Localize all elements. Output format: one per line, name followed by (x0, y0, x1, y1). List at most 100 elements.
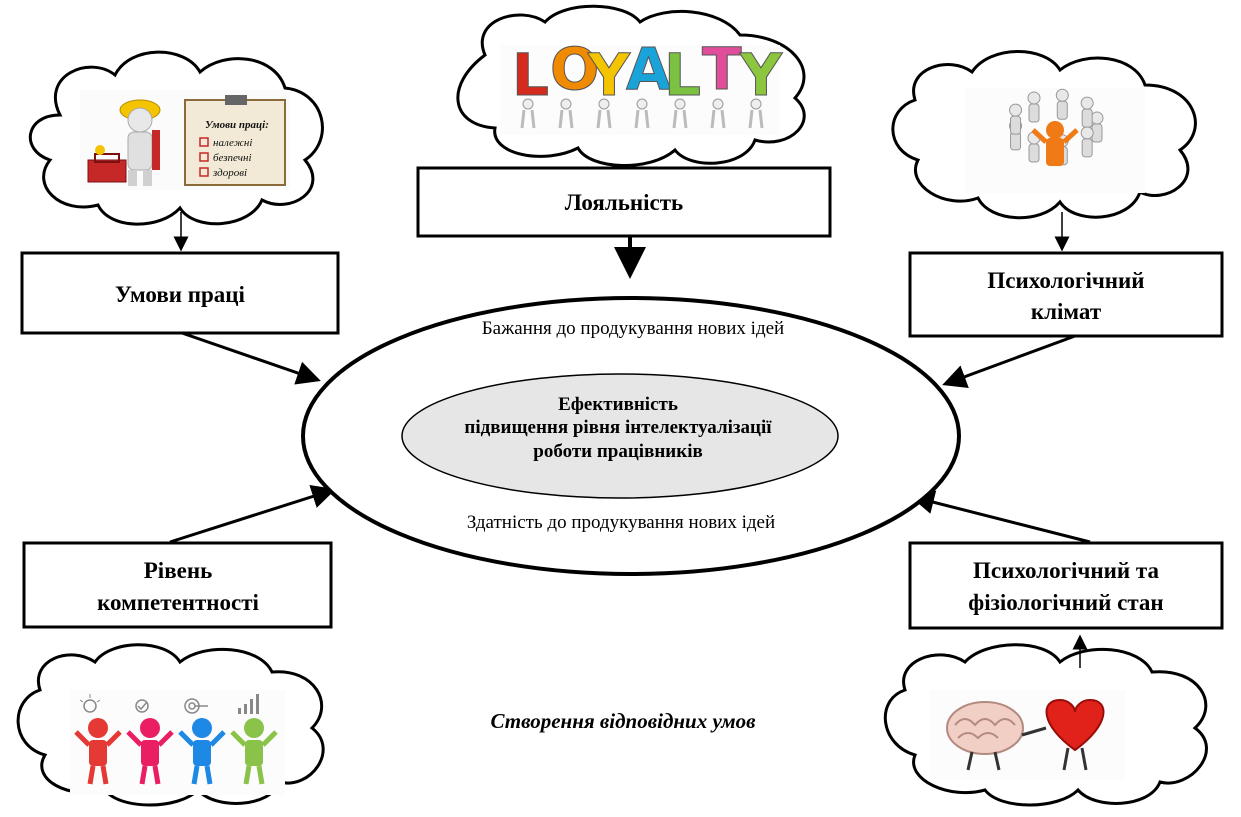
center-inner-line-1: Ефективність (558, 394, 678, 415)
competence-person-leg (204, 765, 213, 785)
arrow-psych-phys-to-center (910, 490, 1091, 544)
person-body (1010, 115, 1022, 135)
box-competence: Рівень компетентності (22, 541, 333, 629)
arrow-psych-climate-to-center (942, 334, 1076, 388)
leader-body (1046, 138, 1064, 166)
target-icon (184, 698, 208, 714)
loyalty-letter: A (626, 35, 671, 103)
figure-head (750, 98, 762, 110)
competence-illustration (70, 690, 285, 795)
box-psych-phys: Психологічний та фізіологічний стан (908, 541, 1224, 630)
competence-person-body (245, 740, 263, 766)
figure-leg (644, 109, 650, 129)
competence-person-arm (209, 730, 226, 747)
figure-leg (758, 109, 764, 129)
toolbox-icon (87, 145, 127, 183)
person-body (1081, 108, 1093, 128)
competence-person-arm (157, 730, 174, 747)
figure-leg (634, 109, 640, 129)
figure-leg (720, 109, 726, 129)
person-head (1027, 91, 1041, 105)
arrow-work-conditions-to-center (181, 331, 321, 385)
competence-person-leg (256, 765, 265, 785)
figure-leg (520, 109, 526, 129)
center-inner-ellipse: Ефективність підвищення рівня інтелектуа… (401, 373, 839, 499)
box-loyalty: Лояльність (416, 166, 832, 238)
competence-person-arm (178, 730, 195, 747)
person-head (1055, 88, 1069, 102)
competence-person-leg (139, 765, 148, 785)
figure-head (598, 98, 610, 110)
competence-person-arm (74, 730, 91, 747)
worker-figure-icon (119, 99, 161, 186)
person-head (1090, 111, 1104, 125)
competence-person-leg (243, 765, 252, 785)
figure-leg (530, 109, 536, 129)
competence-person-arm (230, 730, 247, 747)
box-work-conditions-label: Умови праці (115, 282, 246, 307)
box-competence-line-2: компетентності (97, 590, 259, 615)
person-head (1080, 126, 1094, 140)
competence-person-arm (105, 730, 122, 747)
conditions-note-item: безпечні (213, 152, 252, 164)
person-body (1028, 143, 1040, 163)
figure-leg (558, 109, 564, 129)
competence-person-head (140, 718, 160, 738)
competence-person-head (88, 718, 108, 738)
competence-person-leg (152, 765, 161, 785)
figure-head (674, 98, 686, 110)
work-conditions-illustration: Умови праці: належні безпечні здорові (80, 90, 290, 190)
figure-head (560, 98, 572, 110)
loyalty-figures-icon (520, 98, 764, 129)
competence-person-head (192, 718, 212, 738)
brain-icon (946, 701, 1024, 771)
person-body (1056, 100, 1068, 120)
conditions-note-title: Умови праці: (205, 119, 269, 131)
figure-leg (606, 109, 612, 129)
person-body (1081, 138, 1093, 158)
loyalty-letter: Y (587, 41, 631, 109)
psych-phys-illustration (930, 690, 1125, 780)
target-check-icon (135, 699, 149, 713)
person-head (1080, 96, 1094, 110)
person-head (1009, 103, 1023, 117)
competence-people-icon (74, 718, 278, 785)
figure-leg (682, 109, 688, 129)
box-psych-climate-line-2: клімат (1031, 299, 1102, 324)
figure-leg (710, 109, 716, 129)
person-body (1010, 131, 1022, 151)
figure-leg (672, 109, 678, 129)
competence-person-head (244, 718, 264, 738)
figure-head (636, 98, 648, 110)
conditions-note-item: належні (213, 137, 252, 149)
loyalty-letter: L (664, 41, 701, 109)
competence-person-body (89, 740, 107, 766)
box-work-conditions: Умови праці (20, 251, 340, 335)
competence-person-body (193, 740, 211, 766)
competence-person-leg (87, 765, 96, 785)
box-psych-phys-line-2: фізіологічний стан (968, 590, 1163, 615)
growth-chart-icon (238, 694, 259, 714)
conditions-note-list: належні безпечні здорові (199, 137, 252, 179)
center-bottom-text: Здатність до продукування нових ідей (467, 512, 775, 533)
people-circle-icon (1009, 88, 1104, 166)
competence-person-arm (126, 730, 143, 747)
leader-arm (1062, 128, 1079, 144)
competence-person-leg (191, 765, 200, 785)
figure-leg (568, 109, 574, 129)
idea-lightbulb-icon (79, 694, 101, 713)
psych-climate-illustration (965, 88, 1145, 193)
box-psych-climate: Психологічний клімат (908, 251, 1224, 338)
box-psych-phys-line-1: Психологічний та (973, 558, 1159, 583)
center-top-text: Бажання до продукування нових ідей (482, 318, 784, 339)
leader-arm (1031, 128, 1048, 144)
person-body (1028, 103, 1040, 123)
footnote-text: Створення відповідних умов (490, 709, 756, 733)
competence-person-arm (261, 730, 278, 747)
competence-person-leg (100, 765, 109, 785)
box-psych-climate-line-1: Психологічний (987, 268, 1144, 293)
box-competence-line-1: Рівень (144, 558, 212, 583)
competence-person-body (141, 740, 159, 766)
loyalty-letter: T (702, 35, 742, 103)
